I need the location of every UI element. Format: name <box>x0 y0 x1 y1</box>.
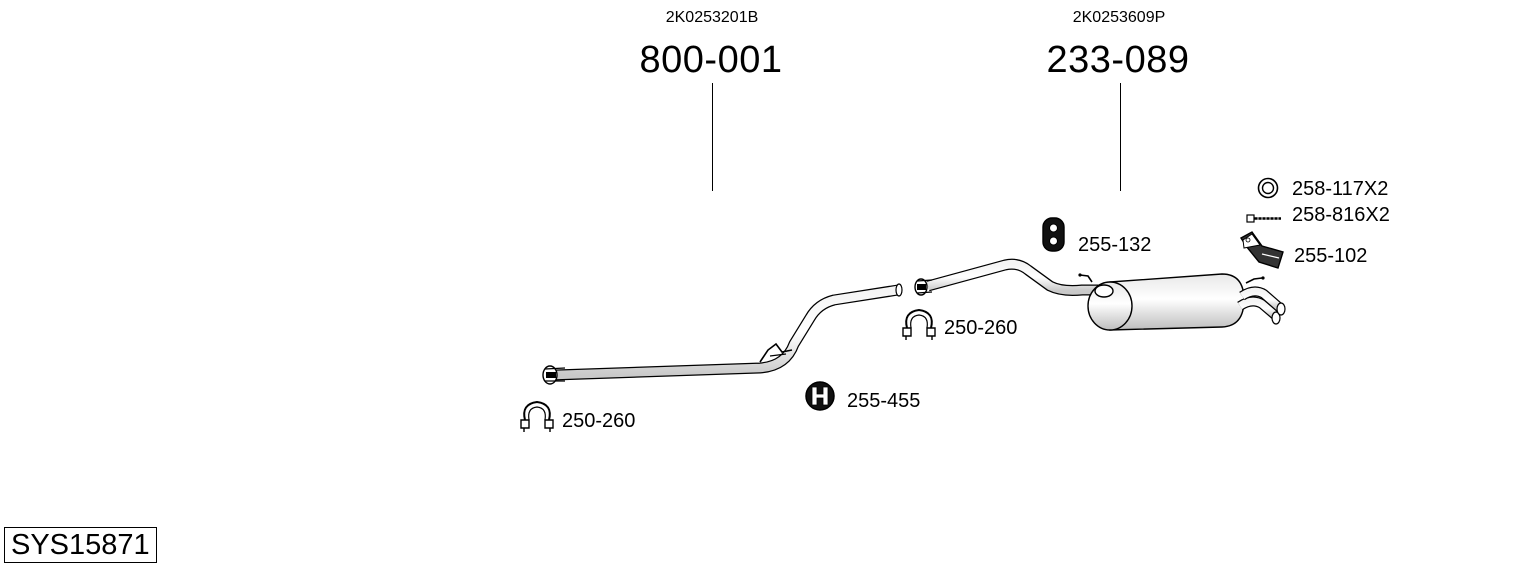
label-bolt[interactable]: 258-816X2 <box>1292 204 1390 226</box>
system-id-box: SYS15871 <box>4 527 157 563</box>
leader-line-front-pipe <box>712 83 713 191</box>
leader-line-rear-silencer <box>1120 83 1121 191</box>
part-number-front-pipe[interactable]: 800-001 <box>639 39 783 81</box>
clamp-icon[interactable] <box>520 400 554 432</box>
rubber-mount-icon[interactable] <box>805 381 835 411</box>
washer-ring-icon[interactable] <box>1257 177 1279 199</box>
bracket-icon[interactable] <box>1240 231 1284 269</box>
bolt-icon[interactable] <box>1246 214 1281 223</box>
oem-number-front-pipe: 2K0253201B <box>665 9 759 26</box>
label-clamp-middle[interactable]: 250-260 <box>944 317 1018 339</box>
part-number-rear-silencer[interactable]: 233-089 <box>1046 39 1190 81</box>
label-rubber-hanger[interactable]: 255-132 <box>1078 234 1152 256</box>
rubber-hanger-icon[interactable] <box>1042 217 1065 252</box>
label-clamp-front[interactable]: 250-260 <box>562 410 636 432</box>
label-rubber-mount[interactable]: 255-455 <box>847 390 921 412</box>
label-washer[interactable]: 258-117X2 <box>1292 178 1389 200</box>
front-pipe[interactable] <box>542 283 903 385</box>
oem-number-rear-silencer: 2K0253609P <box>1072 9 1166 26</box>
rear-silencer[interactable] <box>914 258 1286 331</box>
label-bracket[interactable]: 255-102 <box>1294 245 1368 267</box>
clamp-icon[interactable] <box>902 308 936 340</box>
